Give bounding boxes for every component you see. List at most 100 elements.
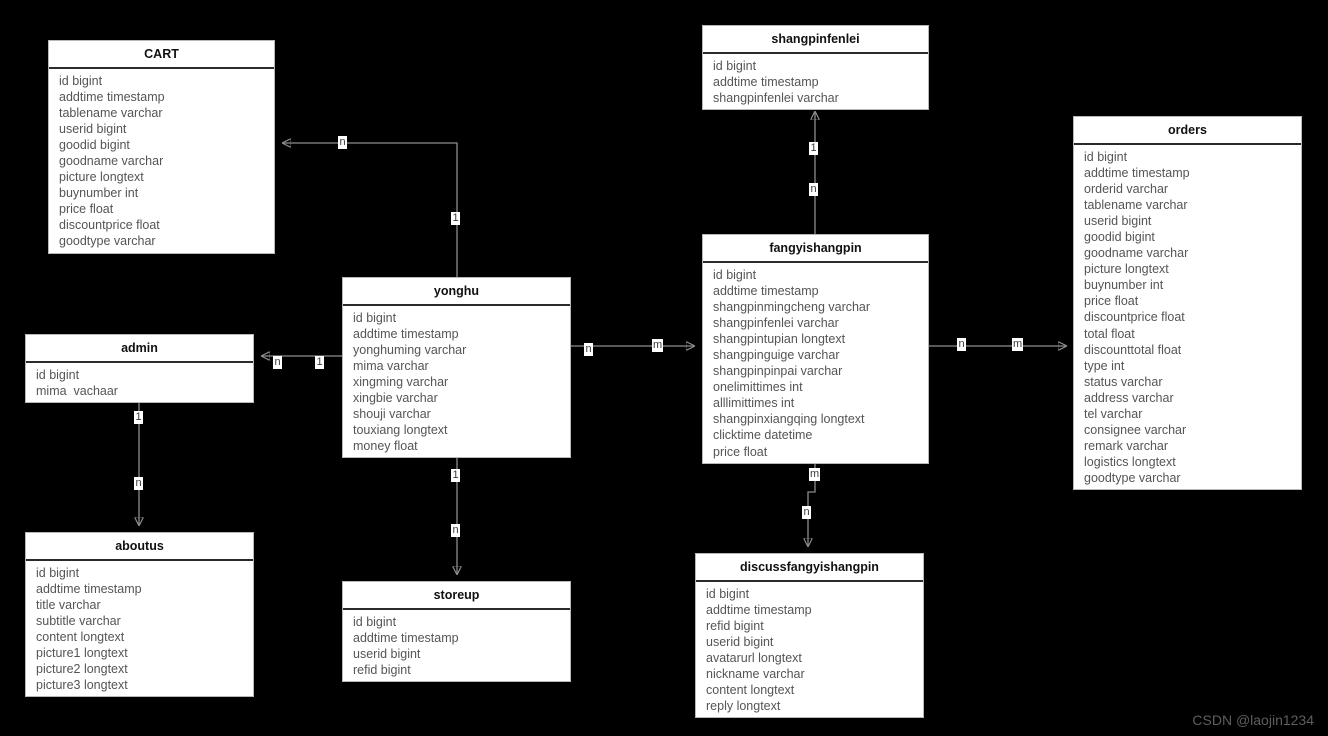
entity-title: shangpinfenlei [703, 26, 928, 54]
cardinality-label: n [134, 477, 143, 490]
entity-field: id bigint [713, 58, 757, 73]
entity-field: type int [1084, 358, 1125, 373]
entity-field: addtime timestamp [713, 74, 819, 89]
entity-field: discounttotal float [1084, 342, 1182, 357]
entity-field: nickname varchar [706, 666, 805, 681]
entity-field: picture3 longtext [36, 678, 128, 693]
entity-field: addtime timestamp [353, 326, 459, 341]
entity-field: shouji varchar [353, 407, 431, 422]
entity-field: goodtype varchar [59, 234, 156, 249]
cardinality-label: n [273, 356, 282, 369]
entity-field: content longtext [36, 629, 125, 644]
entity-field: goodname varchar [59, 153, 164, 168]
entity-title: aboutus [26, 533, 253, 561]
entity-field: tel varchar [1084, 407, 1143, 421]
cardinality-label: n [584, 343, 593, 356]
entity-field: money float [353, 439, 418, 454]
cardinality-label: n [802, 506, 811, 519]
entity-field: shangpinfenlei varchar [713, 90, 839, 105]
cardinality-label: m [1012, 338, 1024, 351]
entity-field: title varchar [36, 597, 101, 612]
entity-field: addtime timestamp [713, 283, 819, 298]
entity-field: orderid varchar [1084, 181, 1169, 196]
cardinality-label: n [957, 338, 966, 351]
entity-field: touxiang longtext [353, 423, 448, 438]
cardinality-label: n [338, 136, 347, 149]
entity-field: id bigint [1084, 149, 1128, 164]
entity-field: refid bigint [353, 662, 411, 677]
entity-field: clicktime datetime [713, 428, 813, 443]
entity-field: price float [1084, 294, 1139, 309]
entity-field: status varchar [1084, 374, 1163, 389]
watermark: CSDN @laojin1234 [1192, 712, 1314, 728]
entity-field: goodtype varchar [1084, 471, 1181, 486]
entity-field: total float [1084, 326, 1135, 341]
cardinality-label: 1 [451, 212, 460, 225]
entity-field: id bigint [59, 73, 103, 88]
entity-field: remark varchar [1084, 439, 1169, 454]
cardinality-label: m [652, 339, 664, 352]
entity-field: shangpinguige varchar [713, 347, 840, 362]
entity-field: yonghuming varchar [353, 342, 467, 357]
entity-field: addtime timestamp [36, 581, 142, 596]
entity-field: content longtext [706, 683, 795, 698]
entity-field: tablename varchar [1084, 197, 1188, 212]
entity-field: picture1 longtext [36, 645, 128, 660]
entity-field: tablename varchar [59, 105, 163, 120]
entity-field: userid bigint [1084, 213, 1152, 228]
entity-field: reply longtext [706, 699, 781, 714]
entity-title: admin [26, 335, 253, 363]
entity-field: avatarurl longtext [706, 650, 802, 665]
entity-field: shangpinmingcheng varchar [713, 299, 871, 314]
entity-field: userid bigint [353, 646, 421, 661]
entity-field: picture longtext [1084, 262, 1169, 277]
entity-field: addtime timestamp [353, 630, 459, 645]
entity-field: alllimittimes int [713, 396, 795, 411]
entity-field: id bigint [706, 586, 750, 601]
cardinality-label: n [451, 524, 460, 537]
entity-field: refid bigint [706, 618, 764, 633]
cardinality-label: 1 [451, 469, 460, 482]
entity-field: goodid bigint [59, 137, 130, 152]
entity-field: goodid bigint [1084, 229, 1155, 244]
entity-field: id bigint [36, 367, 80, 382]
entity-field: buynumber int [59, 186, 139, 201]
entity-field: addtime timestamp [1084, 165, 1190, 180]
entity-field: price float [713, 444, 768, 459]
entity-field: subtitle varchar [36, 613, 121, 628]
entity-field: price float [59, 202, 114, 217]
entity-field: consignee varchar [1084, 423, 1187, 438]
entity-field: logistics longtext [1084, 455, 1176, 470]
cardinality-label: m [809, 468, 821, 481]
entity-field: id bigint [36, 565, 80, 580]
entity-field: shangpinpinpai varchar [713, 364, 843, 379]
entity-title: yonghu [343, 278, 570, 306]
edge-yonghu-cart [283, 143, 458, 277]
entity-field: xingming varchar [353, 374, 449, 389]
entity-field: xingbie varchar [353, 390, 438, 405]
entity-field: goodname varchar [1084, 246, 1189, 261]
entity-title: orders [1074, 117, 1301, 145]
cardinality-label: 1 [809, 142, 818, 155]
entity-field: onelimittimes int [713, 380, 803, 395]
cardinality-label: 1 [315, 356, 324, 369]
entity-field: picture longtext [59, 170, 144, 185]
entity-field: userid bigint [59, 121, 127, 136]
entity-field: id bigint [353, 310, 397, 325]
